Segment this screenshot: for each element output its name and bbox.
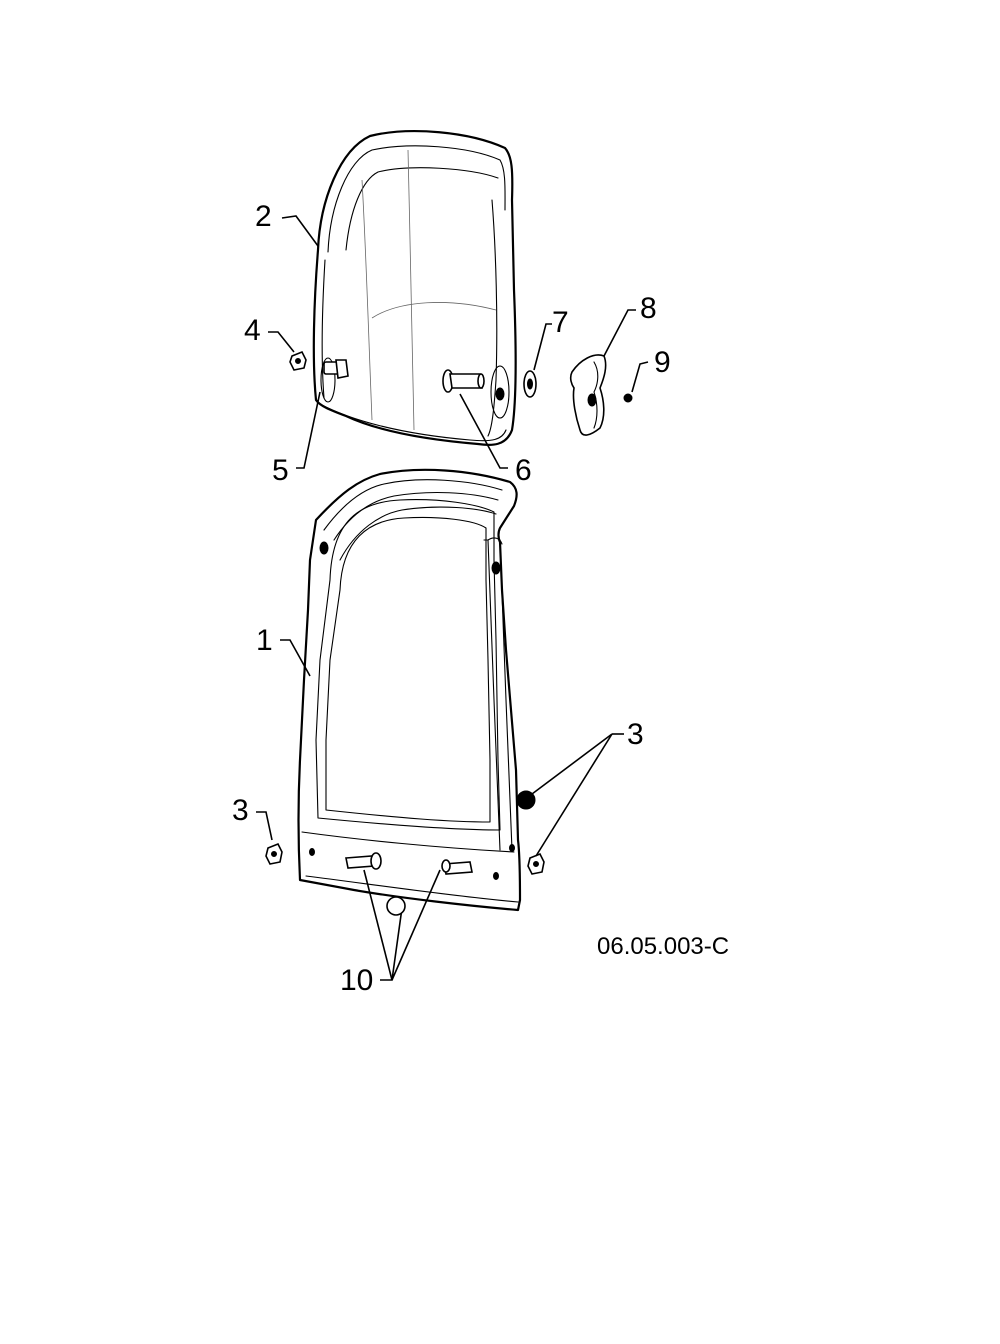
nut-part-3-right-lower [527,852,545,875]
pins-part-10 [345,852,473,875]
callout-10: 10 [340,964,373,997]
callout-1: 1 [256,624,273,657]
nut-part-3-left [265,842,283,865]
knob-part-8 [569,354,607,436]
callout-9: 9 [654,346,671,379]
callout-2: 2 [255,200,272,233]
callout-8: 8 [640,292,657,325]
washer-part-7 [523,370,537,398]
nut-part-4 [289,350,307,371]
nut-part-3-right-upper [516,790,536,810]
callout-5: 5 [272,454,289,487]
callout-4: 4 [244,314,261,347]
callout-3-left: 3 [232,794,249,827]
screw-part-9 [623,393,633,403]
callout-6: 6 [515,454,532,487]
lower-shield-part [297,468,522,912]
drawing-code: 06.05.003-C [597,933,729,960]
leader-lines [256,215,649,981]
callout-7: 7 [552,306,569,339]
upper-shield-part [312,130,517,447]
pivot-pin-part-6 [442,369,485,393]
bolt-part-5 [323,359,349,379]
callout-3-right: 3 [627,718,644,751]
